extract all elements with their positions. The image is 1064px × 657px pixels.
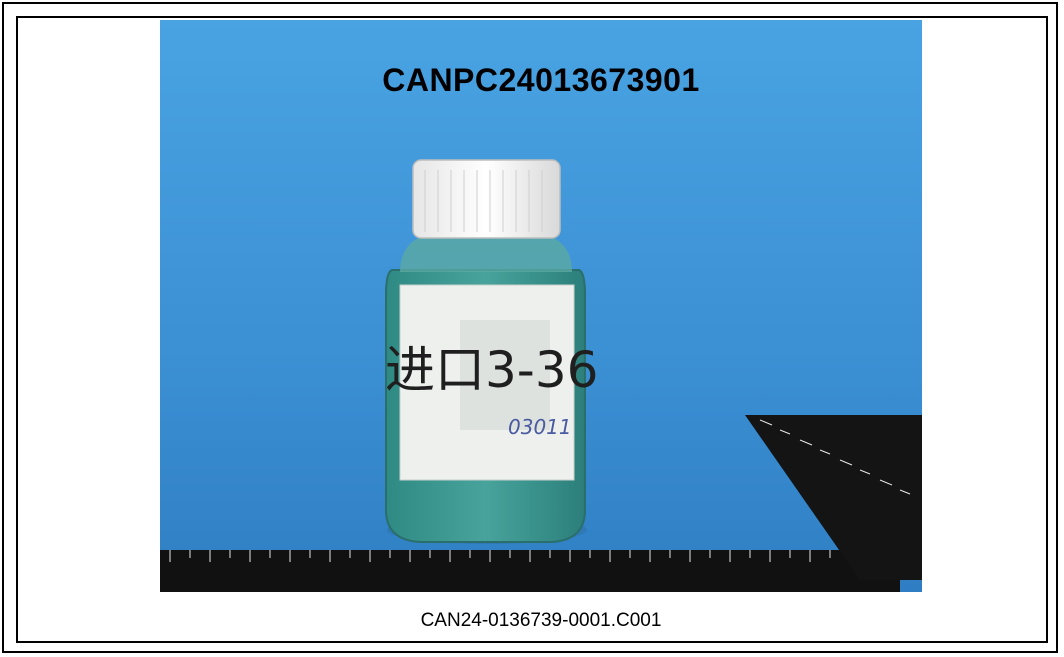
sample-photo-svg [160,20,922,592]
bottle-label-note: 03011 [508,415,572,439]
ruler-right [745,415,922,580]
bottle-label-text: 进口3-36 [385,341,599,399]
bottle-shoulder [400,234,572,272]
inner-frame [16,16,1048,643]
sample-photo: CANPC24013673901 进口3-36 03011 [160,20,922,592]
bottle-cap [412,159,561,239]
sample-id-title: CANPC24013673901 [382,62,700,98]
photo-caption: CAN24-0136739-0001.C001 [420,610,662,631]
label-smudge [460,320,550,430]
